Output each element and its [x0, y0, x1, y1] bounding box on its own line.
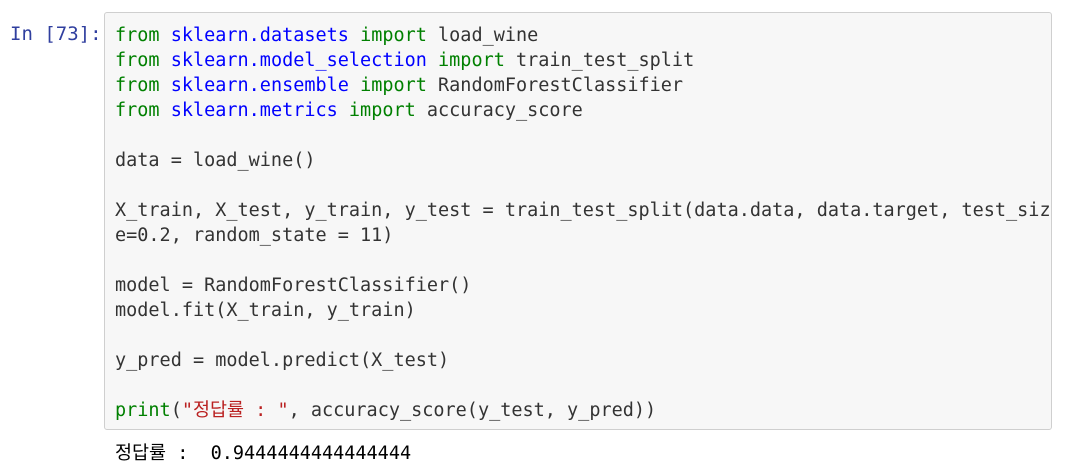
cell-output: 정답률 : 0.9444444444444444	[115, 443, 412, 464]
code-token	[349, 75, 360, 96]
code-token: model.fit(X_train, y_train)	[115, 300, 416, 321]
input-prompt: In [73]:	[10, 23, 102, 45]
code-line: y_pred = model.predict(X_test)	[115, 348, 1045, 373]
code-string: "정답률 : "	[181, 400, 289, 421]
code-module: sklearn.model_selection	[170, 50, 427, 71]
code-token	[349, 25, 360, 46]
code-module: sklearn.datasets	[170, 25, 349, 46]
code-token: e=0.2, random_state = 11)	[115, 225, 394, 246]
code-line: print("정답률 : ", accuracy_score(y_test, y…	[115, 398, 1045, 423]
code-token	[338, 100, 349, 121]
code-keyword: from	[115, 75, 160, 96]
code-token	[160, 50, 171, 71]
code-line	[115, 373, 1045, 398]
code-token: train_test_split	[504, 50, 695, 71]
code-line: from sklearn.metrics import accuracy_sco…	[115, 98, 1045, 123]
code-line	[115, 323, 1045, 348]
code-keyword: import	[360, 75, 427, 96]
code-line: from sklearn.datasets import load_wine	[115, 23, 1045, 48]
code-keyword: import	[348, 100, 416, 121]
code-line: e=0.2, random_state = 11)	[115, 223, 1045, 248]
code-keyword: import	[438, 50, 505, 71]
code-token: accuracy_score	[415, 100, 583, 121]
code-line: X_train, X_test, y_train, y_test = train…	[115, 198, 1051, 223]
code-keyword: from	[115, 100, 160, 121]
code-line: from sklearn.ensemble import RandomFores…	[115, 73, 1045, 98]
code-keyword: print	[115, 400, 171, 421]
code-token: load_wine	[426, 25, 539, 46]
code-line: from sklearn.model_selection import trai…	[115, 48, 1045, 73]
code-token: y_pred = model.predict(X_test)	[115, 350, 450, 371]
code-line	[115, 123, 1045, 148]
code-token: X_train, X_test, y_train, y_test = train…	[115, 200, 1051, 221]
code-token: RandomForestClassifier	[426, 75, 684, 96]
code-line: data = load_wine()	[115, 148, 1045, 173]
code-line	[115, 248, 1045, 273]
code-keyword: import	[360, 25, 427, 46]
code-token	[160, 100, 171, 121]
code-token: model = RandomForestClassifier()	[115, 275, 472, 296]
code-keyword: from	[115, 25, 160, 46]
code-token: , accuracy_score(y_test, y_pred))	[288, 400, 657, 421]
code-token: data = load_wine()	[115, 150, 316, 171]
code-line: model = RandomForestClassifier()	[115, 273, 1045, 298]
code-token: (	[170, 400, 182, 421]
code-keyword: from	[115, 50, 160, 71]
code-token	[427, 50, 438, 71]
code-line	[115, 173, 1045, 198]
code-module: sklearn.metrics	[170, 100, 338, 121]
code-token	[160, 25, 171, 46]
code-token	[160, 75, 171, 96]
code-module: sklearn.ensemble	[170, 75, 349, 96]
code-line: model.fit(X_train, y_train)	[115, 298, 1045, 323]
